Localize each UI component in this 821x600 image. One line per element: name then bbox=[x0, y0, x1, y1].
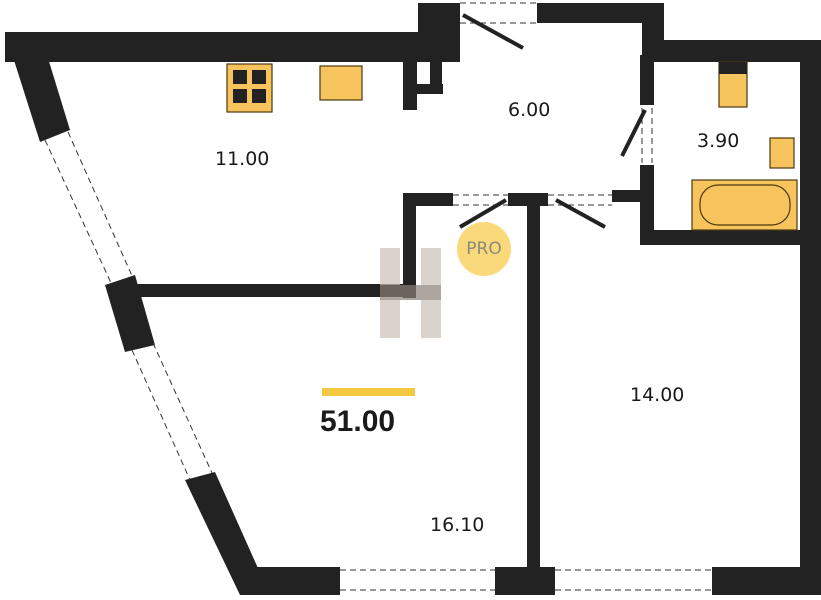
bathtub-icon bbox=[691, 179, 798, 231]
room-area-bedroom: 14.00 bbox=[630, 384, 685, 406]
room-area-bathroom: 3.90 bbox=[697, 130, 740, 152]
watermark-logo bbox=[380, 248, 441, 338]
room-area-living-room: 16.10 bbox=[430, 514, 485, 536]
sink-icon bbox=[769, 137, 795, 169]
windows bbox=[44, 2, 712, 591]
doors bbox=[458, 13, 647, 229]
room-area-kitchen: 11.00 bbox=[215, 148, 270, 170]
kitchen-sink-icon bbox=[319, 65, 363, 101]
total-area: 51.00 bbox=[320, 405, 396, 438]
pro-badge: PRO bbox=[457, 222, 511, 276]
room-area-hall: 6.00 bbox=[508, 99, 551, 121]
total-area-accent-bar bbox=[322, 388, 415, 396]
walls bbox=[5, 3, 821, 595]
